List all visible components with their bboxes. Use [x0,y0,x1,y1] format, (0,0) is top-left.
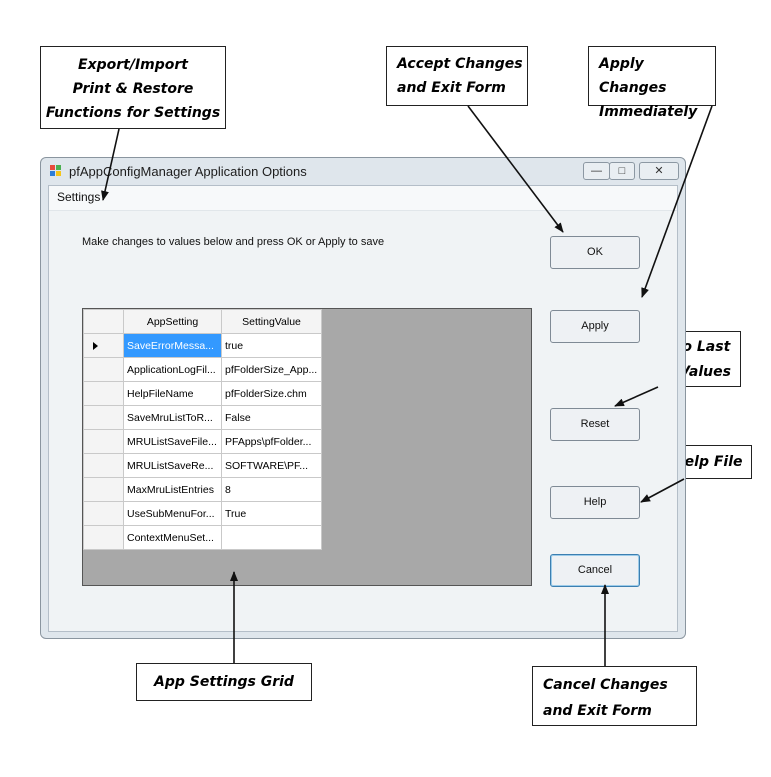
table-row[interactable]: MRUListSaveFile... PFApps\pfFolder... [83,429,322,454]
setting-name-cell[interactable]: SaveErrorMessa... [123,333,222,358]
window-title: pfAppConfigManager Application Options [69,164,307,179]
callout-accept-line1: Accept Changes [397,56,523,72]
setting-name-cell[interactable]: UseSubMenuFor... [123,501,222,526]
settings-table: AppSetting SettingValue SaveErrorMessa..… [83,309,322,550]
setting-value-cell[interactable]: False [221,405,322,430]
row-header[interactable] [83,525,124,550]
current-row-pointer-icon [93,342,98,350]
callout-apply-line1: Apply Changes [599,56,667,96]
callout-accept-line2: and Exit Form [397,80,506,96]
setting-value-cell[interactable]: pfFolderSize_App... [221,357,322,382]
column-header-settingvalue[interactable]: SettingValue [221,309,322,334]
table-row[interactable]: SaveErrorMessa... true [83,333,322,358]
row-header[interactable] [83,333,124,358]
table-row[interactable]: UseSubMenuFor... True [83,501,322,526]
setting-value-cell[interactable]: SOFTWARE\PF... [221,453,322,478]
setting-name-cell[interactable]: SaveMruListToR... [123,405,222,430]
title-bar[interactable]: pfAppConfigManager Application Options —… [41,158,685,184]
row-header[interactable] [83,453,124,478]
apply-button[interactable]: Apply [550,310,640,343]
reset-button[interactable]: Reset [550,408,640,441]
help-button[interactable]: Help [550,486,640,519]
row-header[interactable] [83,405,124,430]
table-row[interactable]: MaxMruListEntries 8 [83,477,322,502]
callout-cancel-line1: Cancel Changes [543,677,668,693]
minimize-button[interactable]: — [583,162,610,180]
callout-cancel-line2: and Exit Form [543,703,652,719]
row-header[interactable] [83,501,124,526]
grid-corner [83,309,124,334]
setting-name-cell[interactable]: MRUListSaveFile... [123,429,222,454]
row-header[interactable] [83,429,124,454]
table-row[interactable]: ApplicationLogFil... pfFolderSize_App... [83,357,322,382]
close-button[interactable]: ✕ [639,162,679,180]
setting-value-cell[interactable]: PFApps\pfFolder... [221,429,322,454]
setting-name-cell[interactable]: HelpFileName [123,381,222,406]
menu-settings[interactable]: Settings [57,190,101,204]
row-header[interactable] [83,357,124,382]
maximize-button[interactable]: □ [609,162,635,180]
callout-grid-line1: App Settings Grid [154,674,294,690]
setting-name-cell[interactable]: MRUListSaveRe... [123,453,222,478]
setting-value-cell[interactable]: 8 [221,477,322,502]
ok-button[interactable]: OK [550,236,640,269]
callout-grid: App Settings Grid [136,663,312,701]
row-header[interactable] [83,477,124,502]
instruction-text: Make changes to values below and press O… [82,236,385,248]
callout-accept: Accept Changes and Exit Form [386,46,528,106]
settings-grid[interactable]: AppSetting SettingValue SaveErrorMessa..… [82,308,532,586]
table-row[interactable]: MRUListSaveRe... SOFTWARE\PF... [83,453,322,478]
table-row[interactable]: SaveMruListToR... False [83,405,322,430]
callout-export-line1: Export/Import [78,57,188,73]
app-icon [50,165,62,177]
grid-header-row: AppSetting SettingValue [83,309,322,334]
setting-name-cell[interactable]: MaxMruListEntries [123,477,222,502]
setting-name-cell[interactable]: ApplicationLogFil... [123,357,222,382]
callout-apply: Apply Changes Immediately [588,46,716,120]
column-header-appsetting[interactable]: AppSetting [123,309,222,334]
setting-value-cell[interactable]: True [221,501,322,526]
table-row[interactable]: HelpFileName pfFolderSize.chm [83,381,322,406]
table-row[interactable]: ContextMenuSet... [83,525,322,550]
callout-cancel: Cancel Changes and Exit Form [532,666,697,726]
callout-export-import: Export/Import Print & Restore Functions … [40,46,226,129]
setting-value-cell[interactable]: true [221,333,322,358]
callout-export-line2: Print & Restore [72,81,194,97]
client-area: Settings Make changes to values below an… [48,185,678,632]
setting-name-cell[interactable]: ContextMenuSet... [123,525,222,550]
callout-apply-line2: Immediately [599,104,698,120]
cancel-button[interactable]: Cancel [550,554,640,587]
setting-value-cell[interactable] [221,525,322,550]
callout-export-line3: Functions for Settings [45,105,221,121]
app-window: pfAppConfigManager Application Options —… [40,157,686,639]
menu-bar: Settings [49,186,677,211]
setting-value-cell[interactable]: pfFolderSize.chm [221,381,322,406]
row-header[interactable] [83,381,124,406]
